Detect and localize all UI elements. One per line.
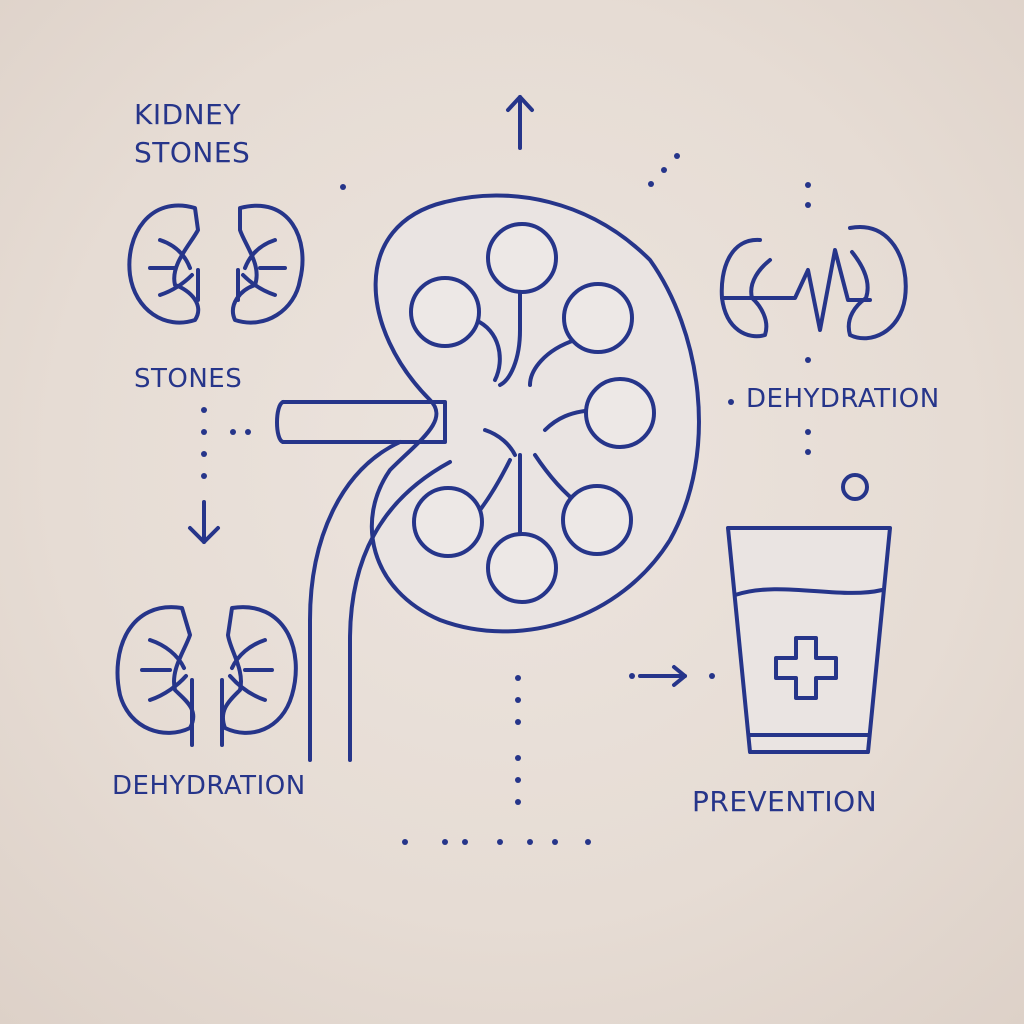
stone-circle-upper-right [562,282,634,354]
diagram-title: KIDNEY STONES [134,98,251,169]
arrow-right-icon [638,665,687,687]
water-drop-icon [841,473,869,501]
arrow-up-icon [506,95,534,150]
stones-label: STONES [134,364,243,394]
stone-circle-upper-left [409,276,481,348]
stone-circle-top [486,222,558,294]
arrow-down-icon [188,500,220,544]
stone-circle-right [584,377,656,449]
dehydration-label-right: DEHYDRATION [746,384,940,414]
water-glass-icon [726,473,892,754]
small-kidney-icon-top [127,203,305,325]
dehydration-label-left: DEHYDRATION [112,771,306,801]
medical-cross-icon [774,636,838,700]
stone-circle-lower-left [412,486,484,558]
stone-circle-bottom [486,532,558,604]
prevention-label: PREVENTION [692,785,878,818]
large-kidney-icon [275,193,701,762]
stone-circle-lower-right [561,484,633,556]
stone-circles [409,222,656,604]
small-kidney-icon-bottom [115,605,298,747]
heartbeat-kidney-icon [719,224,908,341]
dotted-connectors [201,153,811,845]
